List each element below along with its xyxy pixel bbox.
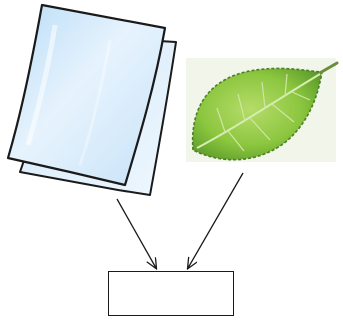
leaf-icon: [186, 58, 337, 162]
arrow-leaf-to-box: [188, 173, 243, 268]
arrow-paper-to-box: [117, 199, 156, 268]
paper-sheets-icon: [8, 5, 176, 195]
answer-box[interactable]: [108, 271, 234, 316]
